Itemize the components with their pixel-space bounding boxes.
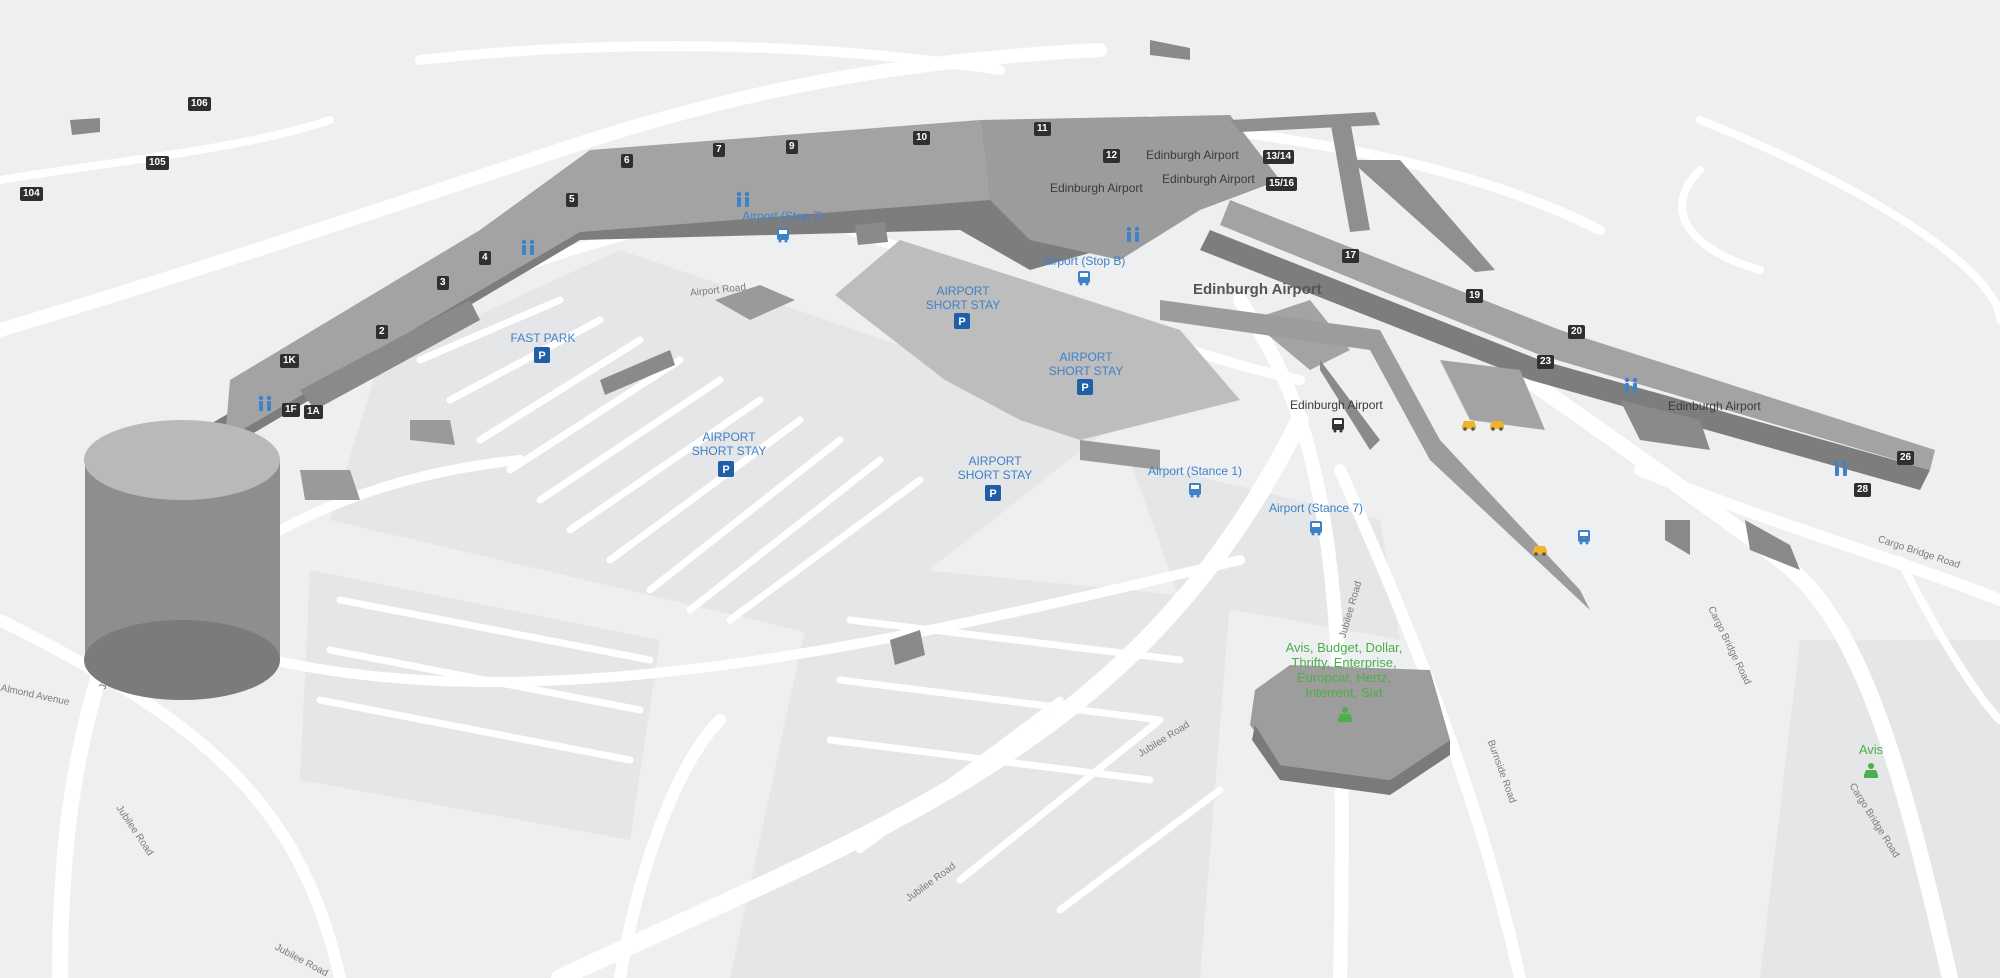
car-rental-icon[interactable] (1862, 762, 1880, 780)
edinburgh-airport-label-2[interactable]: Edinburgh Airport (1162, 172, 1255, 186)
taxi-icon[interactable] (1531, 544, 1549, 556)
edinburgh-airport-label-5[interactable]: Edinburgh Airport (1668, 399, 1761, 413)
car-rental-companies-label[interactable]: Avis, Budget, Dollar, Thrifty, Enterpris… (1285, 640, 1403, 700)
avis-label[interactable]: Avis (1858, 742, 1884, 757)
gate-1k: 1K (280, 354, 299, 368)
bus-stance-1-label[interactable]: Airport (Stance 1) (1147, 464, 1243, 478)
svg-text:P: P (1081, 382, 1088, 394)
edinburgh-airport-label-1[interactable]: Edinburgh Airport (1146, 148, 1239, 162)
taxi-icon[interactable] (1488, 419, 1506, 431)
gate-104: 104 (20, 187, 43, 201)
parking-icon[interactable]: P (718, 461, 734, 477)
bus-stance-7-label[interactable]: Airport (Stance 7) (1268, 501, 1364, 515)
taxi-icon[interactable] (1460, 419, 1478, 431)
gate-28: 28 (1854, 483, 1872, 497)
gate-9: 9 (786, 140, 798, 154)
gate-106: 106 (188, 97, 211, 111)
bus-stop-7-label[interactable]: Airport (Stop 7) (742, 209, 824, 223)
restroom-icon[interactable] (1622, 377, 1640, 393)
restroom-icon[interactable] (1832, 460, 1850, 476)
restroom-icon[interactable] (1124, 226, 1142, 242)
bus-stop-b-label[interactable]: Airport (Stop B) (1042, 254, 1126, 268)
bus-icon[interactable] (1331, 417, 1345, 433)
gate-11: 11 (1034, 122, 1051, 136)
bus-icon[interactable] (776, 227, 790, 243)
parking-icon[interactable]: P (1077, 379, 1093, 395)
gate-13-14: 13/14 (1263, 150, 1295, 164)
gate-15-16: 15/16 (1266, 177, 1298, 191)
parking-icon[interactable]: P (954, 313, 970, 329)
restroom-icon[interactable] (256, 395, 274, 411)
svg-text:P: P (989, 488, 996, 500)
gate-4: 4 (479, 251, 491, 265)
gate-7: 7 (713, 143, 725, 157)
gate-6: 6 (621, 154, 633, 168)
edinburgh-airport-label-3[interactable]: Edinburgh Airport (1050, 181, 1143, 195)
svg-text:P: P (722, 464, 729, 476)
gate-10: 10 (913, 131, 931, 145)
short-stay-label-2[interactable]: AIRPORT SHORT STAY (1048, 350, 1124, 378)
parking-icon[interactable]: P (534, 347, 550, 363)
terminal-buildings (70, 40, 1935, 795)
svg-text:P: P (958, 316, 965, 328)
gate-5: 5 (566, 193, 578, 207)
parking-icon[interactable]: P (985, 485, 1001, 501)
bus-icon[interactable] (1309, 520, 1323, 536)
bus-icon[interactable] (1077, 270, 1091, 286)
gate-12: 12 (1103, 149, 1121, 163)
bus-icon[interactable] (1188, 482, 1202, 498)
gate-20: 20 (1568, 325, 1586, 339)
gate-1a: 1A (304, 405, 323, 419)
car-rental-icon[interactable] (1336, 706, 1354, 724)
short-stay-label-1[interactable]: AIRPORT SHORT STAY (925, 284, 1001, 312)
svg-text:P: P (538, 350, 545, 362)
gate-17: 17 (1342, 249, 1360, 263)
gate-1f: 1F (282, 403, 300, 417)
gate-2: 2 (376, 325, 388, 339)
gate-23: 23 (1537, 355, 1555, 369)
restroom-icon[interactable] (519, 239, 537, 255)
fast-park-label[interactable]: FAST PARK (510, 331, 576, 345)
short-stay-label-4[interactable]: AIRPORT SHORT STAY (957, 454, 1033, 482)
edinburgh-airport-label-4[interactable]: Edinburgh Airport (1290, 398, 1383, 412)
parking-stripes (316, 296, 1224, 914)
edinburgh-airport-main-label[interactable]: Edinburgh Airport (1193, 281, 1322, 298)
gate-19: 19 (1466, 289, 1484, 303)
short-stay-label-3[interactable]: AIRPORT SHORT STAY (691, 430, 767, 458)
bus-icon[interactable] (1577, 529, 1591, 545)
restroom-icon[interactable] (734, 191, 752, 207)
gate-26: 26 (1897, 451, 1915, 465)
gate-105: 105 (146, 156, 169, 170)
gate-3: 3 (437, 276, 449, 290)
